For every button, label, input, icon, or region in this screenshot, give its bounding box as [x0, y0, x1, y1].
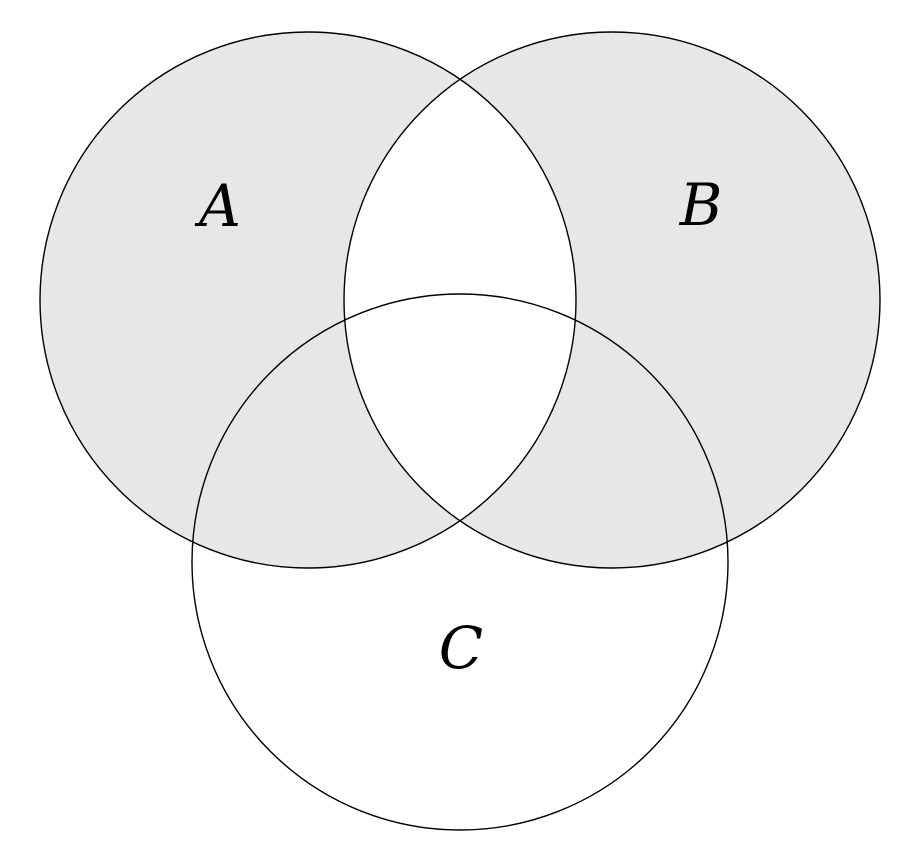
- circle-a-outline: [39, 31, 577, 569]
- circle-c-outline: [191, 293, 729, 831]
- label-set-b: B: [679, 171, 723, 239]
- circle-b-outline: [343, 31, 881, 569]
- label-set-c: C: [439, 614, 483, 682]
- label-set-a: A: [194, 172, 241, 240]
- ab-intersection-unshaded: [344, 32, 576, 568]
